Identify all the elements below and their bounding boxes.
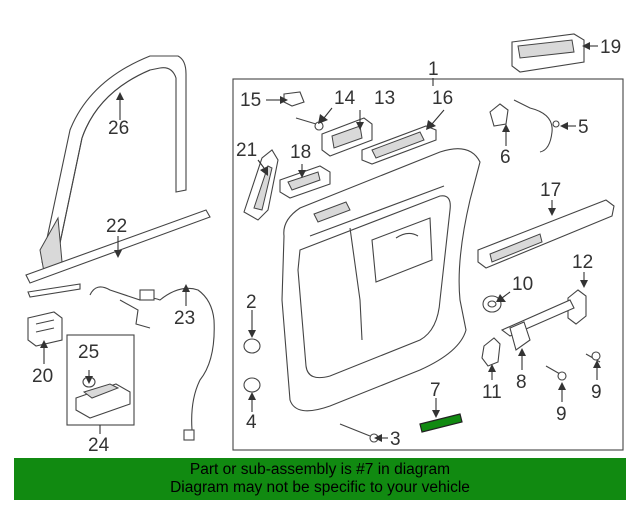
callout-8: 8 bbox=[516, 372, 527, 393]
callout-26: 26 bbox=[108, 118, 129, 139]
part-7-highlight[interactable] bbox=[419, 413, 463, 433]
callout-3: 3 bbox=[390, 429, 401, 450]
wiring-harness bbox=[89, 286, 215, 441]
banner-line-2: Diagram may not be specific to your vehi… bbox=[170, 479, 470, 496]
clip-2 bbox=[243, 338, 261, 354]
callout-1: 1 bbox=[428, 59, 439, 80]
callout-2: 2 bbox=[246, 292, 257, 313]
door-trim-panel bbox=[281, 148, 481, 412]
callout-19: 19 bbox=[600, 37, 621, 58]
door-frame-seal bbox=[39, 55, 187, 273]
connector-block bbox=[27, 311, 63, 347]
inner-handle-16 bbox=[361, 125, 437, 165]
grommet-10 bbox=[482, 295, 502, 313]
bolt-9b bbox=[585, 351, 601, 363]
callout-23: 23 bbox=[174, 308, 195, 329]
callout-5: 5 bbox=[578, 117, 589, 138]
callout-labels: 26 22 23 20 25 24 15 14 13 16 21 18 1 19… bbox=[32, 37, 621, 456]
callout-18: 18 bbox=[290, 142, 311, 163]
callout-17: 17 bbox=[540, 180, 561, 201]
screw-3 bbox=[339, 423, 379, 443]
callout-11: 11 bbox=[482, 382, 502, 403]
callout-24: 24 bbox=[88, 435, 110, 456]
cover-12 bbox=[567, 289, 587, 325]
callout-12: 12 bbox=[572, 252, 593, 273]
callout-16: 16 bbox=[432, 88, 453, 109]
callout-7: 7 bbox=[430, 380, 441, 401]
callout-6: 6 bbox=[500, 147, 511, 168]
door-cable-5 bbox=[513, 99, 560, 153]
callout-20: 20 bbox=[32, 366, 53, 387]
clip-15 bbox=[283, 91, 305, 107]
callout-22: 22 bbox=[106, 216, 127, 237]
callout-13: 13 bbox=[374, 88, 395, 109]
cap-11 bbox=[481, 337, 501, 367]
part-7[interactable] bbox=[419, 413, 463, 433]
switch-pack-19 bbox=[511, 33, 585, 73]
callout-10: 10 bbox=[512, 274, 533, 295]
mirror-trim-21 bbox=[243, 149, 279, 221]
callout-25: 25 bbox=[78, 342, 99, 363]
bolt-9a bbox=[545, 365, 567, 381]
clip-4 bbox=[243, 377, 261, 393]
trim-strip-17 bbox=[477, 199, 615, 269]
callout-9b: 9 bbox=[591, 382, 602, 403]
courtesy-lamp bbox=[75, 376, 131, 419]
callout-9a: 9 bbox=[556, 404, 567, 425]
clip-6 bbox=[489, 103, 509, 127]
window-switch-18 bbox=[279, 165, 331, 199]
leader-lines bbox=[40, 42, 601, 442]
info-banner: Part or sub-assembly is #7 in diagram Di… bbox=[14, 458, 626, 500]
banner-line-1: Part or sub-assembly is #7 in diagram bbox=[189, 461, 451, 478]
assembly-frame bbox=[232, 78, 624, 451]
callout-15: 15 bbox=[240, 90, 261, 111]
callout-4: 4 bbox=[246, 412, 257, 433]
door-check-8 bbox=[500, 299, 575, 351]
callout-14: 14 bbox=[334, 88, 356, 109]
callout-21: 21 bbox=[236, 140, 257, 161]
